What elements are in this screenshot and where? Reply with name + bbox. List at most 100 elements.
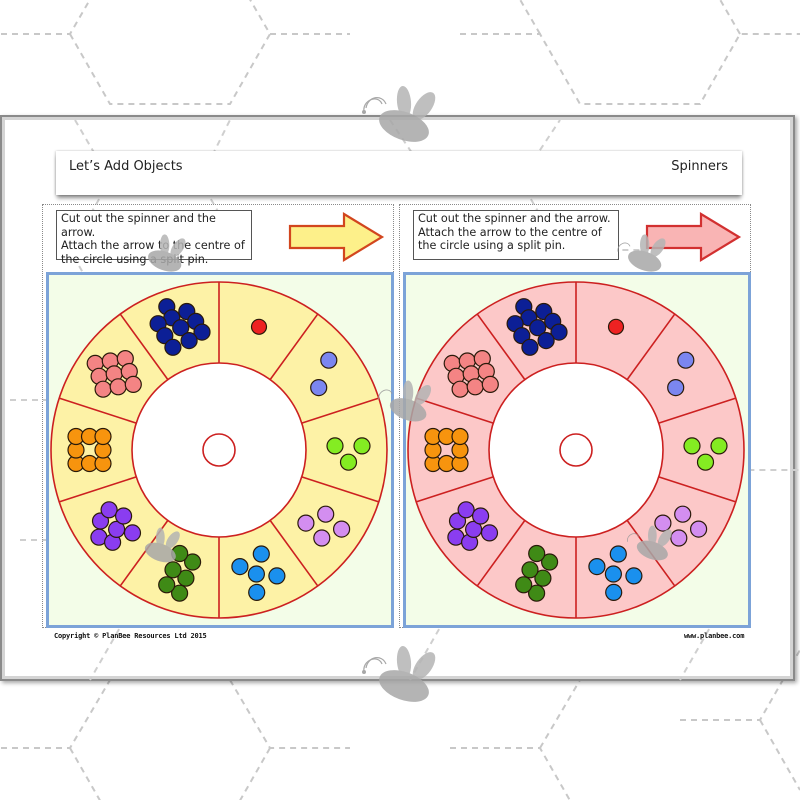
counting-dot bbox=[297, 514, 315, 532]
worksheet-title: Let’s Add Objects bbox=[69, 159, 183, 174]
counting-dot bbox=[670, 529, 688, 547]
counting-dot bbox=[683, 437, 701, 455]
bee-icon bbox=[362, 86, 436, 142]
counting-dot bbox=[124, 375, 142, 394]
counting-dot bbox=[480, 524, 499, 542]
worksheet-category: Spinners bbox=[671, 159, 728, 174]
segment-8-dots bbox=[424, 427, 469, 473]
instruction-box-right: Cut out the spinner and the arrow. Attac… bbox=[413, 210, 619, 260]
counting-dot bbox=[317, 505, 335, 523]
counting-dot bbox=[521, 561, 539, 579]
segment-divider bbox=[301, 476, 380, 503]
counting-dot bbox=[164, 338, 182, 356]
counting-dot bbox=[604, 565, 622, 583]
counting-dot bbox=[451, 427, 469, 446]
counting-dot bbox=[231, 558, 249, 576]
spinner-card-yellow bbox=[46, 272, 394, 628]
segment-4-dots bbox=[297, 505, 351, 547]
counting-dot bbox=[156, 327, 174, 345]
counting-dot bbox=[177, 569, 195, 587]
bee-icon bbox=[378, 380, 432, 422]
counting-dot bbox=[320, 351, 338, 369]
segment-5-dots bbox=[588, 545, 643, 601]
counting-dot bbox=[625, 567, 643, 585]
segment-divider bbox=[269, 519, 319, 587]
counting-dot bbox=[607, 318, 625, 335]
counting-dot bbox=[588, 558, 606, 576]
counting-dot bbox=[528, 584, 546, 602]
segment-1-dots bbox=[607, 318, 625, 335]
segment-2-dots bbox=[667, 351, 695, 397]
counting-dot bbox=[94, 380, 112, 398]
segment-3-dots bbox=[326, 437, 371, 471]
bee-icon bbox=[144, 527, 180, 563]
instruction-line: Attach the arrow to the centre of bbox=[418, 225, 602, 239]
counting-dot bbox=[100, 501, 118, 519]
counting-dot bbox=[107, 520, 126, 538]
segment-divider bbox=[476, 519, 526, 587]
segment-5-dots bbox=[231, 545, 286, 601]
counting-dot bbox=[481, 375, 499, 394]
bee-icon bbox=[627, 525, 672, 561]
segment-divider bbox=[58, 397, 137, 424]
segment-7-dots bbox=[90, 501, 142, 551]
counting-dot bbox=[248, 583, 266, 601]
counting-dot bbox=[184, 553, 202, 571]
counting-dot bbox=[696, 453, 715, 471]
counting-dot bbox=[464, 520, 483, 538]
split-pin-hole bbox=[202, 433, 236, 467]
counting-dot bbox=[250, 318, 268, 335]
website-link[interactable]: www.planbee.com bbox=[684, 632, 745, 640]
segment-divider bbox=[269, 313, 319, 381]
counting-dot bbox=[534, 569, 552, 587]
counting-dot bbox=[537, 331, 555, 350]
counting-dot bbox=[609, 545, 627, 563]
counting-dot bbox=[171, 584, 189, 602]
instruction-box-left: Cut out the spinner and the arrow. Attac… bbox=[56, 210, 252, 266]
counting-dot bbox=[114, 507, 133, 525]
counting-dot bbox=[333, 520, 351, 538]
counting-dot bbox=[513, 327, 531, 345]
counting-dot bbox=[193, 323, 211, 341]
segment-divider bbox=[658, 476, 737, 503]
segment-divider bbox=[658, 397, 737, 424]
counting-dot bbox=[164, 561, 182, 579]
segment-10-dots bbox=[506, 298, 568, 356]
copyright-notice: Copyright © PlanBee Resources Ltd 2015 bbox=[54, 632, 207, 640]
segment-9-dots bbox=[86, 349, 142, 398]
counting-dot bbox=[451, 380, 469, 398]
segment-9-dots bbox=[443, 349, 499, 398]
counting-dot bbox=[252, 545, 270, 563]
segment-divider bbox=[58, 476, 137, 503]
counting-dot bbox=[690, 520, 708, 538]
counting-dot bbox=[710, 437, 728, 455]
counting-dot bbox=[172, 319, 190, 337]
segment-3-dots bbox=[683, 437, 728, 471]
counting-dot bbox=[247, 565, 265, 583]
counting-dot bbox=[353, 437, 371, 455]
counting-dot bbox=[654, 514, 672, 532]
segment-divider bbox=[119, 313, 169, 381]
segment-divider bbox=[415, 476, 494, 503]
spinner-wheel-pink bbox=[407, 281, 745, 619]
counting-dot bbox=[515, 576, 533, 594]
segment-divider bbox=[301, 397, 380, 424]
split-pin-hole bbox=[559, 433, 593, 467]
segment-divider bbox=[626, 313, 676, 381]
counting-dot bbox=[667, 378, 685, 397]
segment-7-dots bbox=[447, 501, 499, 551]
counting-dot bbox=[529, 319, 547, 337]
segment-8-dots bbox=[67, 427, 112, 473]
counting-dot bbox=[521, 338, 539, 356]
segment-6-dots bbox=[515, 544, 559, 602]
counting-dot bbox=[310, 378, 328, 397]
counting-dot bbox=[313, 529, 331, 547]
bee-icon bbox=[148, 234, 186, 272]
counting-dot bbox=[109, 378, 127, 396]
instruction-line: Cut out the spinner and the arrow. bbox=[61, 212, 216, 239]
segment-10-dots bbox=[149, 298, 211, 356]
counting-dot bbox=[550, 323, 568, 341]
counting-dot bbox=[268, 567, 286, 585]
arrow-right-icon bbox=[288, 212, 385, 262]
